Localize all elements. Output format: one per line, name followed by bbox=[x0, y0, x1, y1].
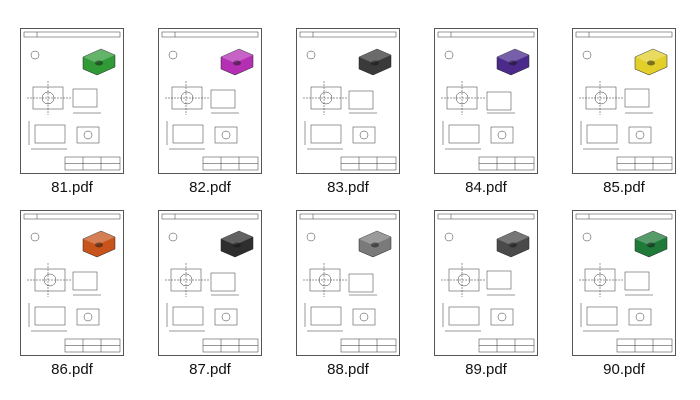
drawing-preview-88 bbox=[299, 213, 397, 353]
drawing-preview-82 bbox=[161, 31, 259, 171]
drawing-preview-86 bbox=[23, 213, 121, 353]
drawing-preview bbox=[158, 210, 262, 356]
drawing-preview bbox=[572, 210, 676, 356]
filename-label: 84.pdf bbox=[465, 179, 507, 196]
drawing-preview-83 bbox=[299, 31, 397, 171]
drawing-preview bbox=[20, 28, 124, 174]
drawing-preview-89 bbox=[437, 213, 535, 353]
drawing-preview-85 bbox=[575, 31, 673, 171]
drawing-preview bbox=[20, 210, 124, 356]
filename-label: 85.pdf bbox=[603, 179, 645, 196]
drawing-preview bbox=[572, 28, 676, 174]
filename-label: 89.pdf bbox=[465, 361, 507, 378]
filename-label: 87.pdf bbox=[189, 361, 231, 378]
drawing-preview bbox=[296, 28, 400, 174]
drawing-preview-81 bbox=[23, 31, 121, 171]
drawing-preview bbox=[296, 210, 400, 356]
filename-label: 82.pdf bbox=[189, 179, 231, 196]
drawing-preview bbox=[434, 28, 538, 174]
filename-label: 88.pdf bbox=[327, 361, 369, 378]
filename-label: 83.pdf bbox=[327, 179, 369, 196]
drawing-preview-90 bbox=[575, 213, 673, 353]
drawing-preview bbox=[434, 210, 538, 356]
filename-label: 90.pdf bbox=[603, 361, 645, 378]
drawing-preview bbox=[158, 28, 262, 174]
filename-label: 81.pdf bbox=[51, 179, 93, 196]
drawing-preview-87 bbox=[161, 213, 259, 353]
drawing-preview-84 bbox=[437, 31, 535, 171]
filename-label: 86.pdf bbox=[51, 361, 93, 378]
